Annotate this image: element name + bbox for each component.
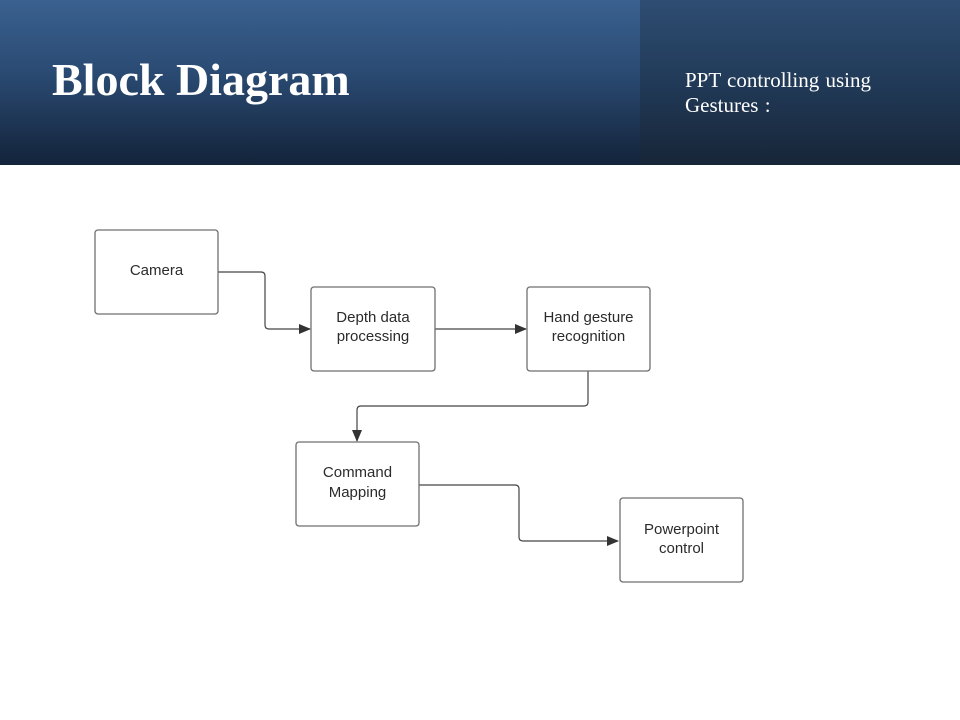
header-banner bbox=[0, 0, 640, 165]
subtitle-line-1: PPT controlling using bbox=[685, 68, 871, 92]
node-command-mapping: Command Mapping bbox=[295, 441, 420, 527]
node-command-label-line1: Command bbox=[323, 464, 392, 481]
node-gesture-label-line1: Hand gesture bbox=[543, 309, 633, 326]
slide-subtitle: PPT controlling using Gestures : bbox=[685, 68, 935, 118]
slide-title: Block Diagram bbox=[52, 54, 350, 105]
node-hand-gesture-recognition: Hand gesture recognition bbox=[526, 286, 651, 372]
edge-command-to-powerpoint bbox=[419, 484, 619, 546]
node-powerpoint-label-line2: control bbox=[659, 540, 704, 557]
edge-gesture-to-command bbox=[352, 371, 589, 442]
header-side-panel bbox=[640, 0, 960, 165]
node-powerpoint-control: Powerpoint control bbox=[619, 497, 744, 583]
node-depth-processing: Depth data processing bbox=[310, 286, 436, 372]
node-command-label-line2: Mapping bbox=[329, 484, 387, 501]
node-powerpoint-label-line1: Powerpoint bbox=[644, 521, 720, 538]
node-camera: Camera bbox=[94, 229, 219, 315]
node-depth-label-line1: Depth data bbox=[336, 309, 410, 326]
subtitle-line-2: Gestures : bbox=[685, 93, 771, 117]
node-gesture-label-line2: recognition bbox=[552, 328, 625, 345]
edge-camera-to-depth bbox=[218, 271, 311, 334]
node-depth-label-line2: processing bbox=[337, 328, 410, 345]
node-camera-label: Camera bbox=[130, 262, 184, 279]
